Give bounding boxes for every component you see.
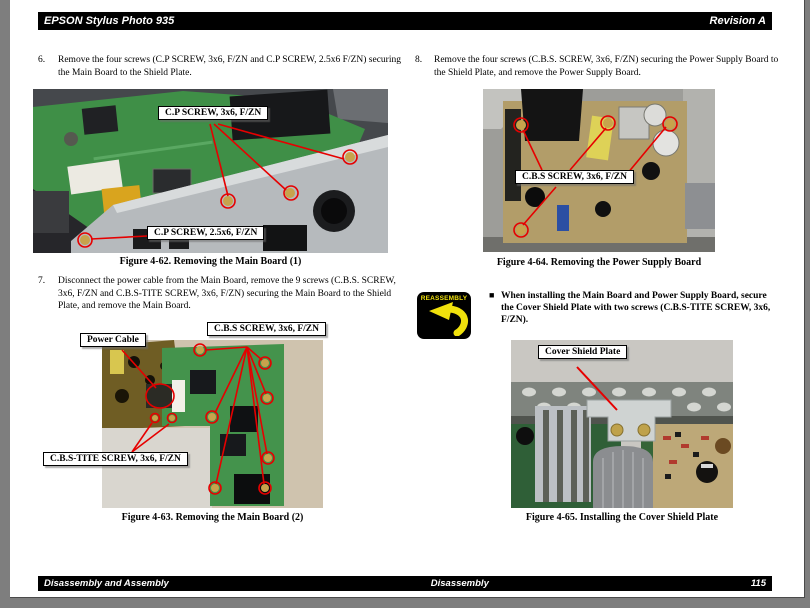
callout-cbs-screw-fig64: C.B.S SCREW, 3x6, F/ZN	[515, 170, 634, 184]
footer-chapter: Disassembly	[430, 578, 489, 589]
reassembly-badge-label: REASSEMBLY	[420, 295, 468, 302]
step-7-text: Disconnect the power cable from the Main…	[58, 276, 396, 311]
callout-power-cable: Power Cable	[80, 333, 146, 347]
header-revision: Revision A	[709, 15, 766, 27]
callout-cbs-tite-screw: C.B.S-TITE SCREW, 3x6, F/ZN	[43, 452, 188, 466]
callout-cp-screw-3x6: C.P SCREW, 3x6, F/ZN	[158, 106, 269, 120]
note-bullet: ■	[489, 290, 495, 300]
figure-4-65-photo	[511, 340, 733, 508]
figure-4-65-photo-art	[511, 340, 733, 508]
figure-4-65-caption: Figure 4-65. Installing the Cover Shield…	[525, 512, 719, 523]
callout-cp-screw-25x6: C.P SCREW, 2.5x6, F/ZN	[147, 226, 265, 240]
step-6-text: Remove the four screws (C.P SCREW, 3x6, …	[58, 55, 401, 78]
callout-cover-shield-plate: Cover Shield Plate	[538, 345, 628, 359]
callout-cbs-screw-fig63: C.B.S SCREW, 3x6, F/ZN	[207, 322, 326, 336]
footer-page-number: 115	[750, 578, 766, 589]
header-title: EPSON Stylus Photo 935	[44, 15, 175, 27]
figure-4-62-caption: Figure 4-62. Removing the Main Board (1)	[119, 256, 302, 267]
step-8-text: Remove the four screws (C.B.S. SCREW, 3x…	[434, 55, 779, 78]
reassembly-note-text: When installing the Main Board and Power…	[501, 291, 771, 325]
reassembly-badge: REASSEMBLY	[417, 292, 471, 339]
page-footer: Disassembly and Assembly Disassembly 115	[38, 576, 772, 591]
manual-page: EPSON Stylus Photo 935 Revision A 6. Rem…	[10, 0, 805, 598]
figure-4-63-photo-art	[102, 340, 323, 508]
step-8-number: 8.	[415, 55, 423, 65]
reassembly-arrow-icon	[429, 302, 468, 337]
step-7-number: 7.	[38, 276, 46, 286]
step-6: 6. Remove the four screws (C.P SCREW, 3x…	[38, 54, 408, 84]
figure-4-63-photo	[102, 340, 323, 508]
figure-4-63-caption: Figure 4-63. Removing the Main Board (2)	[121, 512, 304, 523]
footer-section: Disassembly and Assembly	[44, 578, 169, 589]
figure-4-64-caption: Figure 4-64. Removing the Power Supply B…	[496, 257, 702, 268]
step-7: 7. Disconnect the power cable from the M…	[38, 275, 408, 315]
page-header: EPSON Stylus Photo 935 Revision A	[38, 12, 772, 30]
step-8: 8. Remove the four screws (C.B.S. SCREW,…	[415, 54, 787, 84]
step-6-number: 6.	[38, 55, 46, 65]
